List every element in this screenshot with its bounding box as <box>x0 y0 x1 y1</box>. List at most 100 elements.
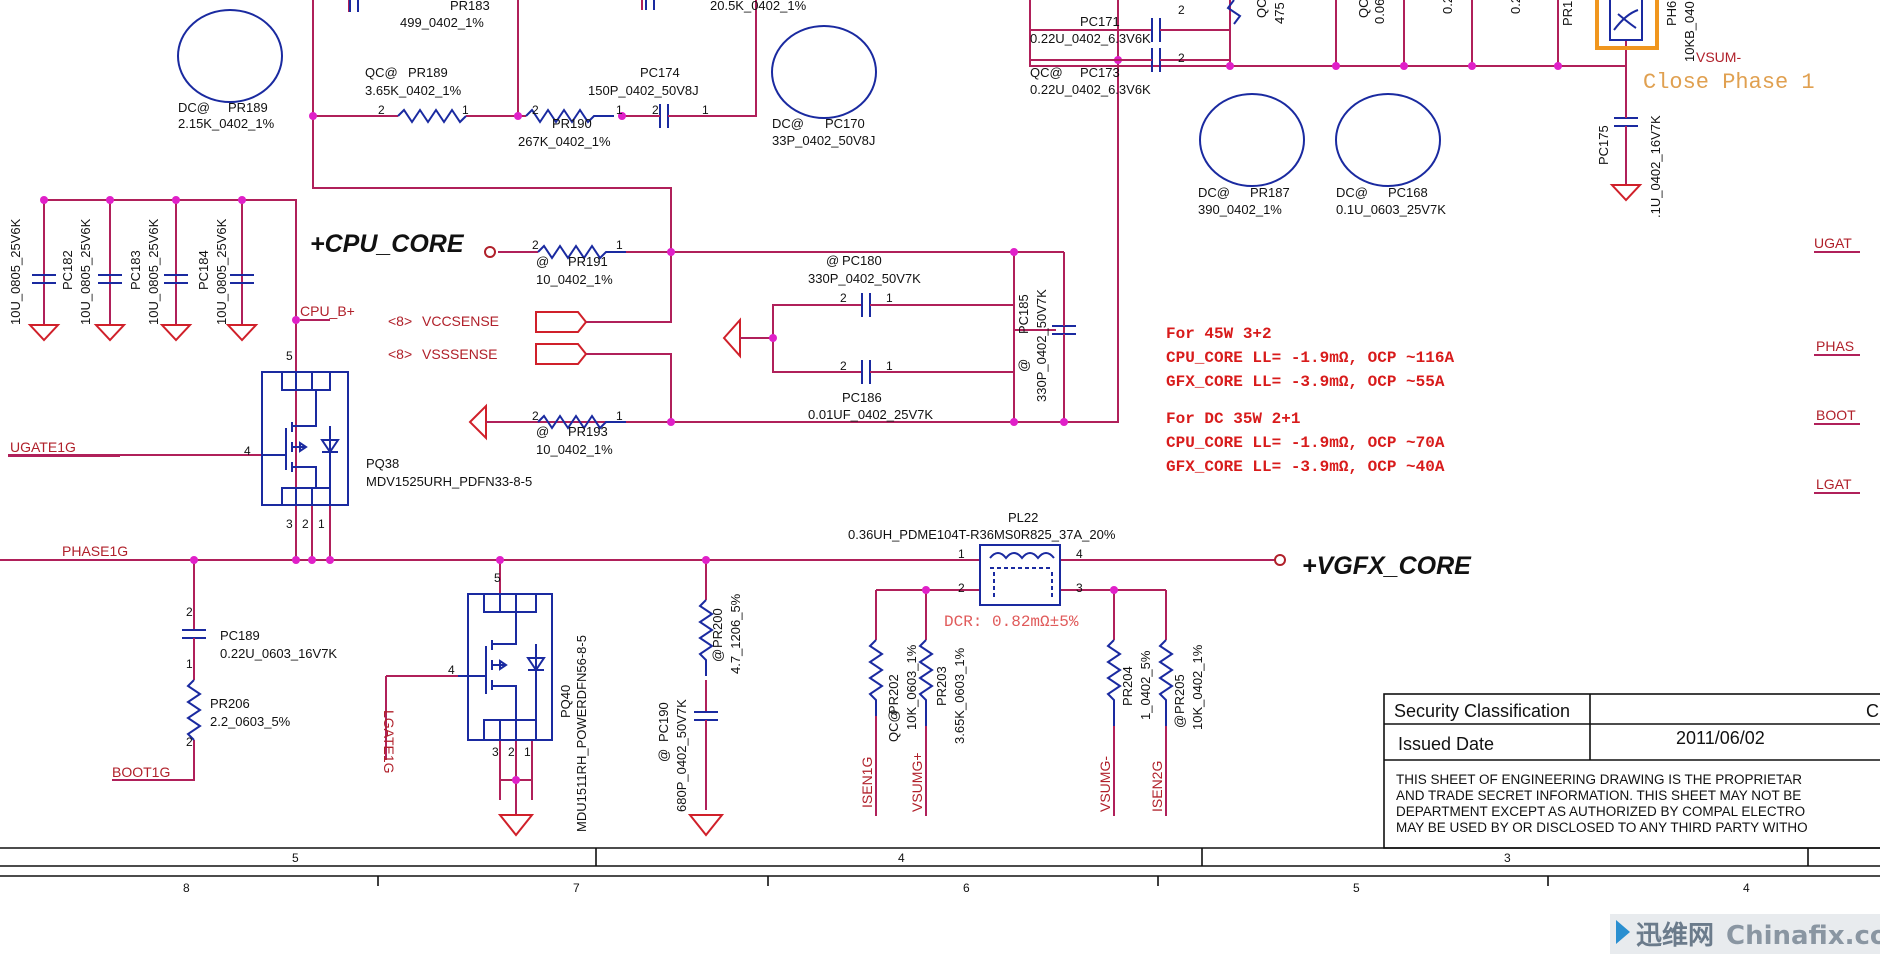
zone-bottom-label: 5 <box>1353 881 1360 895</box>
pc180-capacitor <box>861 293 888 317</box>
svg-text:2: 2 <box>532 409 539 423</box>
pc173-value: 0.22U_0402_6.3V6K <box>1030 82 1151 97</box>
ugate1g-net: UGATE1G <box>10 439 76 455</box>
lgat-right-net: LGAT <box>1816 476 1852 492</box>
pr205-prefix: @ <box>1172 715 1187 728</box>
pc175-capacitor <box>1614 100 1638 150</box>
zone-top-label: 5 <box>292 851 299 865</box>
pr205-resistor <box>1158 639 1174 726</box>
watermark: 迅维网 Chinafix.com <box>1610 914 1880 954</box>
pc168-ref: PC168 <box>1388 185 1428 200</box>
pl22-ref: PL22 <box>1008 510 1038 525</box>
svg-text:2: 2 <box>186 735 193 749</box>
pr189-qc-ref: PR189 <box>408 65 448 80</box>
pc171-value: 0.22U_0402_6.3V6K <box>1030 31 1151 46</box>
boot-right-net: BOOT <box>1816 407 1856 423</box>
pr206-value: 2.2_0603_5% <box>210 714 291 729</box>
svg-text:0.2: 0.2 <box>1508 0 1523 14</box>
svg-text:1: 1 <box>524 745 531 759</box>
pc171-ref: PC171 <box>1080 14 1120 29</box>
svg-text:4: 4 <box>448 663 455 677</box>
svg-text:0.06: 0.06 <box>1372 0 1387 24</box>
boot1g-net: BOOT1G <box>112 764 170 780</box>
top-right-rotated-labels: QC 475 QC 0.06 0.2 0.2 PR1 PH6 10KB_040 <box>1254 0 1697 62</box>
pc185-capacitor <box>1052 310 1076 350</box>
isen1g-net: ISEN1G <box>859 757 875 808</box>
pq38-ref: PQ38 <box>366 456 399 471</box>
zone-bottom-label: 8 <box>183 881 190 895</box>
svg-text:QC: QC <box>1356 0 1371 18</box>
pc180-value: 330P_0402_50V7K <box>808 271 921 286</box>
zone-bottom-label: 6 <box>963 881 970 895</box>
vgfx-core-terminal-icon <box>1274 554 1286 566</box>
pr187-value: 390_0402_1% <box>1198 202 1282 217</box>
pr202-ref: PR202 <box>886 674 901 714</box>
pc182-value: 10U_0805_25V6K <box>78 218 93 325</box>
pc185-prefix: @ <box>1016 359 1031 372</box>
svg-text:1: 1 <box>958 547 965 561</box>
security-classification-value: C <box>1866 701 1879 721</box>
pc170-footprint <box>771 25 877 119</box>
issued-date-value: 2011/06/02 <box>1676 728 1765 748</box>
svg-text:1: 1 <box>616 103 623 117</box>
wires <box>0 0 1627 816</box>
pr190-ref: PR190 <box>552 116 592 131</box>
pc190-value: 680P_0402_50V7K <box>674 699 689 812</box>
notice-line-1: THIS SHEET OF ENGINEERING DRAWING IS THE… <box>1396 772 1802 787</box>
thermistor-highlight <box>1595 0 1659 50</box>
vsssense-net: VSSSENSE <box>422 346 497 362</box>
pr189-qc-resistor <box>397 108 467 124</box>
pr189-dc-value: 2.15K_0402_1% <box>178 116 275 131</box>
pc181-capacitor <box>32 274 56 284</box>
zone-top-label: 4 <box>898 851 905 865</box>
pc173-capacitor <box>1030 48 1168 72</box>
pr206-resistor <box>186 679 202 741</box>
chinafix-logo-icon <box>1616 920 1630 944</box>
svg-text:1: 1 <box>616 409 623 423</box>
svg-text:2: 2 <box>302 517 309 531</box>
svg-text:2: 2 <box>1178 51 1185 65</box>
pr203-resistor <box>918 639 934 726</box>
vccsense-ref: <8> <box>388 313 412 329</box>
ground-icon <box>93 324 127 342</box>
pc168-footprint <box>1335 93 1441 187</box>
pc190-ref: PC190 <box>656 702 671 742</box>
top-resistor <box>1226 0 1242 25</box>
pl22-inductor <box>979 544 1061 606</box>
pc175-ref: PC175 <box>1596 125 1611 165</box>
pq38-value: MDV1525URH_PDFN33-8-5 <box>366 474 532 489</box>
pr200-ref: PR200 <box>710 608 725 648</box>
svg-text:4: 4 <box>1076 547 1083 561</box>
svg-text:2: 2 <box>186 605 193 619</box>
pq40-value: MDU1511RH_POWERDFN56-8-5 <box>574 635 589 832</box>
svg-text:0.2: 0.2 <box>1440 0 1455 14</box>
pc186-ref: PC186 <box>842 390 882 405</box>
vsssense-ref: <8> <box>388 346 412 362</box>
pr189-qc-prefix: QC@ <box>365 65 398 80</box>
issued-date-label: Issued Date <box>1398 734 1494 754</box>
note-line-6: GFX_CORE LL= -3.9mΩ, OCP ~40A <box>1166 458 1445 476</box>
pc184-ref: PC184 <box>196 250 211 290</box>
cpu-core-terminal-icon <box>484 246 496 258</box>
vccsense-port-icon <box>535 311 588 333</box>
pr204-value: 1_0402_5% <box>1138 650 1153 720</box>
junction-dots <box>40 56 1562 784</box>
zone-top-label: 3 <box>1504 851 1511 865</box>
ground-icon <box>159 324 193 342</box>
pc184-value: 10U_0805_25V6K <box>214 218 229 325</box>
pc185-value: 330P_0402_50V7K <box>1034 289 1049 402</box>
svg-text:10KB_040: 10KB_040 <box>1682 1 1697 62</box>
svg-text:2: 2 <box>508 745 515 759</box>
pr193-prefix: @ <box>536 424 549 439</box>
pc180-prefix: @ <box>826 253 839 268</box>
pr204-resistor <box>1106 639 1122 726</box>
vsssense-port-icon <box>535 343 588 365</box>
pc189-ref: PC189 <box>220 628 260 643</box>
pr183-value: 499_0402_1% <box>400 15 484 30</box>
pc189-capacitor <box>182 629 206 645</box>
pr200-resistor <box>698 599 714 676</box>
pc174-value: 150P_0402_50V8J <box>588 83 699 98</box>
watermark-cn: 迅维网 <box>1636 920 1714 951</box>
pr203-value: 3.65K_0603_1% <box>952 647 967 744</box>
